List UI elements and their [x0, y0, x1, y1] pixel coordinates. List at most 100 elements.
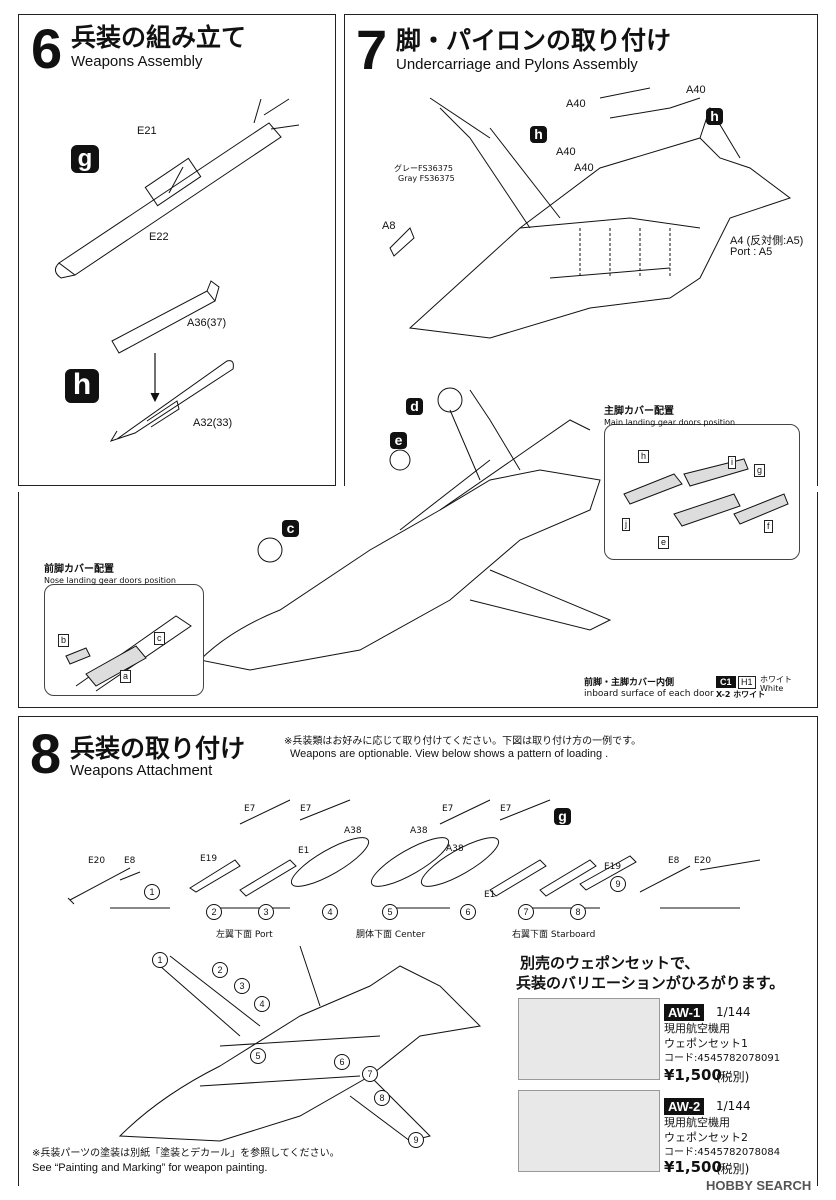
aircraft-top-drawing [370, 78, 800, 348]
footnote-en: See “Painting and Marking” for weapon pa… [32, 1162, 268, 1174]
label-a36: A36(37) [187, 317, 227, 329]
part-a38-2: A38 [410, 826, 428, 836]
step7-panel [344, 14, 818, 486]
part-e8-l: E8 [124, 856, 136, 866]
aircraft-loaded-drawing [100, 946, 480, 1146]
inboard-jp: 前脚・主脚カバー内側 [584, 678, 675, 688]
load-station-2: 2 [212, 962, 228, 978]
center-label: 胴体下面 Center [356, 930, 426, 940]
part-e20-l: E20 [88, 856, 106, 866]
label-a4-en: Port : A5 [730, 246, 773, 258]
ad-product-2-code: AW-2 [664, 1098, 705, 1115]
step6-number: 6 [31, 17, 63, 80]
part-e8-r: E8 [668, 856, 680, 866]
main-door-i: i [728, 456, 736, 469]
part-e7-4: E7 [500, 804, 512, 814]
ad-headline-1: 別売のウェポンセットで、 [520, 954, 700, 972]
badge-h-step7-1: h [530, 126, 547, 143]
ad-product-1-code: AW-1 [664, 1004, 705, 1021]
load-station-4: 4 [254, 996, 270, 1012]
nose-door-c: c [154, 632, 165, 645]
x2-white: X-2 ホワイト [716, 690, 766, 699]
ad-product-2-barcode: コード:4545782078084 [664, 1147, 781, 1158]
step7-title-en: Undercarriage and Pylons Assembly [396, 56, 638, 73]
main-door-h: h [638, 450, 650, 463]
load-station-6: 6 [334, 1054, 350, 1070]
station-9: 9 [610, 876, 626, 892]
part-e7-3: E7 [442, 804, 454, 814]
ad-product-1-tax: (税別) [716, 1070, 750, 1084]
station-3: 3 [258, 904, 274, 920]
part-e1-r: E1 [484, 890, 496, 900]
ad-product-2-image [518, 1090, 660, 1172]
pylon-drawing [107, 271, 247, 441]
badge-e: e [390, 432, 407, 449]
load-station-3: 3 [234, 978, 250, 994]
station-2: 2 [206, 904, 222, 920]
load-station-5: 5 [250, 1048, 266, 1064]
ad-product-1-name1: 現用航空機用 [664, 1022, 730, 1035]
label-e22: E22 [149, 231, 169, 243]
load-station-1: 1 [152, 952, 168, 968]
weapons-row-drawing [60, 800, 780, 910]
ad-product-2-name2: ウェポンセット2 [664, 1131, 748, 1144]
footnote-jp: ※兵装パーツの塗装は別紙「塗装とデカール」を参照してください。 [32, 1148, 340, 1159]
label-a8: A8 [382, 220, 396, 232]
nose-doors-title-en: Nose landing gear doors position [44, 576, 176, 585]
ad-headline-2: 兵装のバリエーションがひろがります。 [516, 974, 785, 992]
label-a40-4: A40 [574, 162, 594, 174]
color-h1: H1 [738, 676, 756, 689]
badge-d: d [406, 398, 423, 415]
part-e1-l: E1 [298, 846, 310, 856]
ad-product-1-barcode: コード:4545782078091 [664, 1053, 781, 1064]
inboard-en: inboard surface of each door [584, 689, 714, 699]
load-station-9: 9 [408, 1132, 424, 1148]
main-door-g: g [754, 464, 766, 477]
missile-drawing [49, 85, 309, 285]
part-e19-r: E19 [604, 862, 622, 872]
starboard-label: 右翼下面 Starboard [512, 930, 596, 940]
step6-title-en: Weapons Assembly [71, 53, 203, 70]
nose-doors-title-jp: 前脚カバー配置 [44, 564, 114, 575]
nose-door-a: a [120, 670, 132, 683]
step6-title-jp: 兵装の組み立て [71, 23, 247, 52]
white-en: White [760, 684, 784, 693]
ad-product-1-price: ¥1,500 [664, 1066, 722, 1084]
step6-panel: 6 兵装の組み立て Weapons Assembly g h E21 E22 A… [18, 14, 336, 486]
part-e7-2: E7 [300, 804, 312, 814]
station-7: 7 [518, 904, 534, 920]
ad-product-2-scale: 1/144 [716, 1099, 751, 1113]
main-doors-title-en: Main landing gear doors position [604, 418, 736, 427]
part-a38-3: A38 [446, 844, 464, 854]
label-gray-jp: グレーFS36375 [394, 164, 453, 173]
nose-doors-drawing [56, 596, 196, 691]
main-doors-title-jp: 主脚カバー配置 [604, 406, 674, 417]
ad-product-2-name1: 現用航空機用 [664, 1116, 730, 1129]
label-e21: E21 [137, 125, 157, 137]
main-door-j: j [622, 518, 630, 531]
part-e7-1: E7 [244, 804, 256, 814]
station-8: 8 [570, 904, 586, 920]
label-gray-en: Gray FS36375 [398, 174, 455, 183]
badge-g: g [71, 145, 99, 173]
badge-c: c [282, 520, 299, 537]
aircraft-gear-drawing [190, 360, 610, 680]
main-door-f: f [764, 520, 773, 533]
step7-number: 7 [356, 18, 388, 81]
step8-note-jp: ※兵装類はお好みに応じて取り付けてください。下図は取り付け方の一例です。 [284, 736, 642, 747]
badge-h: h [65, 369, 99, 403]
nose-door-b: b [58, 634, 70, 647]
label-a40-3: A40 [556, 146, 576, 158]
station-5: 5 [382, 904, 398, 920]
part-a38-1: A38 [344, 826, 362, 836]
label-a40-2: A40 [686, 84, 706, 96]
step8-title-jp: 兵装の取り付け [70, 734, 246, 763]
step8-number: 8 [30, 722, 62, 785]
step7-title-jp: 脚・パイロンの取り付け [396, 26, 672, 55]
ad-product-1-scale: 1/144 [716, 1005, 751, 1019]
badge-h-step7-2: h [706, 108, 723, 125]
label-a4-jp: A4 (反対側:A5) [730, 235, 804, 247]
ad-product-2-price: ¥1,500 [664, 1158, 722, 1176]
watermark: HOBBY SEARCH [706, 1178, 812, 1193]
ad-product-1-name2: ウェポンセット1 [664, 1037, 748, 1050]
